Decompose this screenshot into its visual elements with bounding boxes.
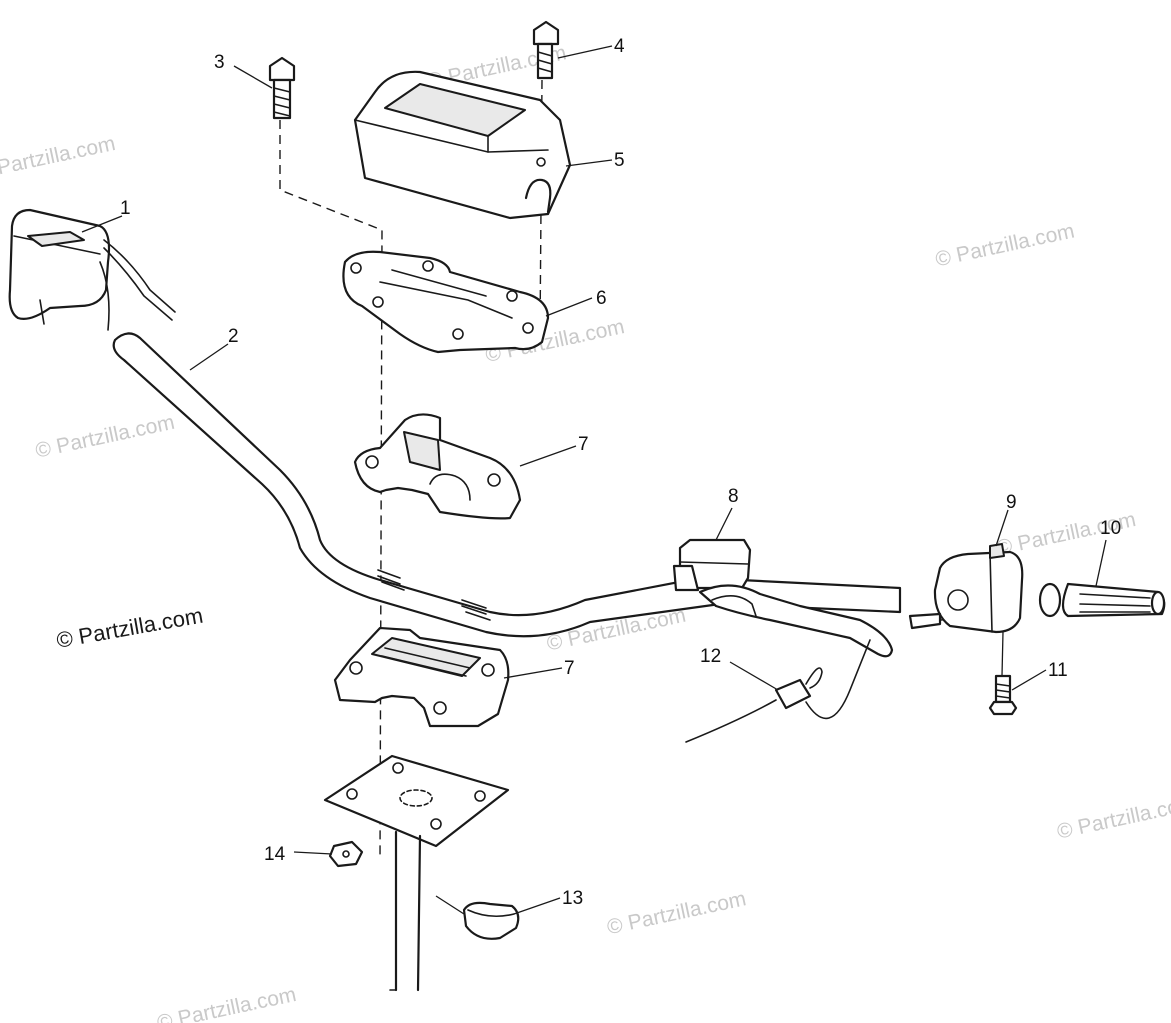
callout-9: 9 <box>1006 492 1017 513</box>
callout-1: 1 <box>120 198 131 219</box>
part-7-upper-clamp <box>353 413 522 520</box>
part-11-screw <box>988 631 1018 716</box>
callout-2: 2 <box>228 326 239 347</box>
callout-6: 6 <box>596 288 607 309</box>
part-3-bolt <box>268 56 296 120</box>
watermark: © Partzilla.com <box>933 219 1076 271</box>
watermark: © Partzilla.com <box>605 887 748 939</box>
callout-3: 3 <box>214 52 225 73</box>
callout-13: 13 <box>562 888 583 909</box>
watermark: © Partzilla.com <box>155 983 298 1023</box>
part-9-throttle-housing <box>908 543 1024 634</box>
callout-8: 8 <box>728 486 739 507</box>
watermark: © Partzilla.com <box>0 132 117 184</box>
part-1-control-housing <box>8 208 176 331</box>
callout-5: 5 <box>614 150 625 171</box>
callout-7-upper: 7 <box>578 434 589 455</box>
part-13-clip <box>462 901 520 940</box>
part-4-bolt <box>532 20 560 80</box>
callout-14: 14 <box>264 844 286 865</box>
assembly-line-bolt-3 <box>279 120 383 861</box>
part-14-nut <box>328 840 364 868</box>
part-2-handlebar <box>112 332 902 638</box>
callout-12: 12 <box>700 646 721 667</box>
part-5-cover <box>353 70 572 220</box>
watermark-main: © Partzilla.com <box>55 603 205 653</box>
part-7-lower-clamp <box>333 626 510 728</box>
part-10-grip <box>1038 582 1166 618</box>
leader-lines <box>81 45 1107 915</box>
steering-post <box>323 754 510 992</box>
part-6-clamp-plate <box>342 250 550 354</box>
callout-4: 4 <box>614 36 625 57</box>
callout-labels: 1 2 3 4 5 6 7 7 8 9 10 11 12 13 14 <box>120 36 1121 909</box>
watermark: © Partzilla.com <box>1055 792 1171 844</box>
part-12-connector <box>685 639 871 743</box>
callout-10: 10 <box>1100 518 1121 539</box>
callout-11: 11 <box>1048 660 1068 681</box>
part-8-master-cylinder <box>672 538 894 658</box>
callout-7-lower: 7 <box>564 658 575 679</box>
watermark: © Partzilla.com <box>33 411 176 463</box>
